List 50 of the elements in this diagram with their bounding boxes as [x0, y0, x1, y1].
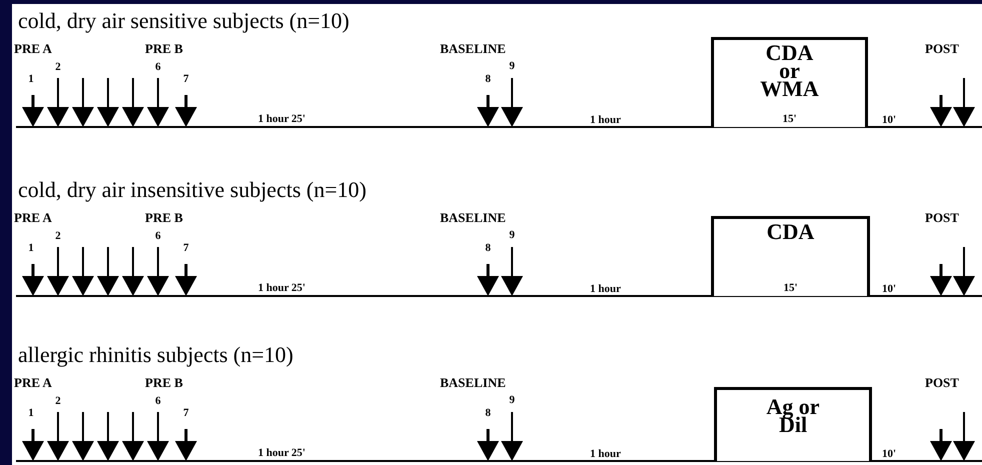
sample-number: 8	[485, 243, 491, 254]
time-point-label: POST	[925, 42, 959, 55]
sample-number: 9	[509, 395, 515, 406]
time-point-label: PRE B	[145, 211, 183, 224]
time-point-label: PRE A	[14, 211, 52, 224]
sample-number: 7	[183, 408, 189, 419]
sample-number: 2	[55, 62, 61, 73]
interval-label: 1 hour 25'	[258, 114, 306, 125]
time-point-label: PRE B	[145, 376, 183, 389]
intervention-label: CDA or WMA	[759, 44, 820, 98]
interval-label: 1 hour 25'	[258, 283, 306, 294]
sample-number: 6	[155, 231, 161, 242]
time-point-label: PRE A	[14, 376, 52, 389]
sample-number: 6	[155, 396, 161, 407]
panel-heading: cold, dry air insensitive subjects (n=10)	[18, 179, 366, 201]
time-point-label: BASELINE	[440, 376, 506, 389]
interval-label: 1 hour	[590, 115, 621, 126]
interval-label: 10'	[882, 449, 896, 460]
sample-number: 8	[485, 74, 491, 85]
panel-heading: allergic rhinitis subjects (n=10)	[18, 344, 294, 366]
intervention-box	[711, 216, 870, 296]
intervention-label: CDA	[766, 223, 816, 242]
panel-heading: cold, dry air sensitive subjects (n=10)	[18, 10, 350, 32]
sample-number: 9	[509, 230, 515, 241]
time-point-label: PRE B	[145, 42, 183, 55]
intervention-label: Ag or Dil	[765, 398, 821, 434]
sample-number: 1	[28, 243, 34, 254]
sample-number: 8	[485, 408, 491, 419]
time-point-label: BASELINE	[440, 42, 506, 55]
duration-label: 15'	[781, 114, 798, 125]
time-point-label: POST	[925, 376, 959, 389]
interval-label: 10'	[882, 284, 896, 295]
time-point-label: BASELINE	[440, 211, 506, 224]
duration-label: 15'	[782, 283, 799, 294]
sample-number: 1	[28, 74, 34, 85]
sample-number: 1	[28, 408, 34, 419]
intervention-box	[714, 387, 872, 461]
time-point-label: PRE A	[14, 42, 52, 55]
intervention-box	[711, 37, 868, 127]
sample-number: 2	[55, 396, 61, 407]
interval-label: 1 hour	[590, 284, 621, 295]
sample-number: 7	[183, 243, 189, 254]
sample-number: 7	[183, 74, 189, 85]
interval-label: 1 hour 25'	[258, 448, 306, 459]
sample-number: 9	[509, 61, 515, 72]
interval-label: 1 hour	[590, 449, 621, 460]
interval-label: 10'	[882, 115, 896, 126]
sample-number: 6	[155, 62, 161, 73]
sample-number: 2	[55, 231, 61, 242]
time-point-label: POST	[925, 211, 959, 224]
